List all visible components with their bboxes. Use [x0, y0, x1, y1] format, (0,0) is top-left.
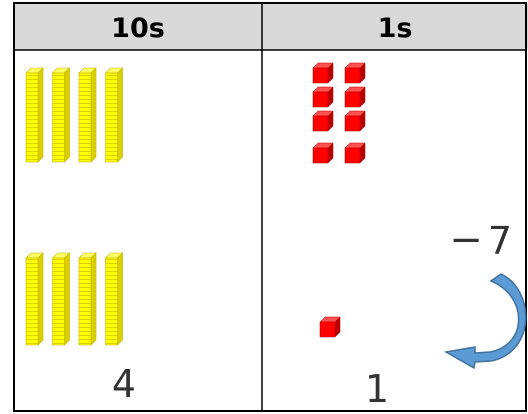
one-cube	[320, 317, 340, 337]
one-cube	[345, 111, 365, 131]
minus-sign: −	[449, 217, 483, 263]
ones-cubes-top-group	[313, 63, 365, 163]
ones-result: 1	[365, 367, 389, 411]
header-tens: 10s	[111, 13, 165, 44]
ten-rod	[106, 253, 123, 345]
table-border	[14, 3, 526, 411]
one-cube	[345, 63, 365, 83]
tens-rods-bottom-group	[26, 253, 123, 345]
header-ones: 1s	[378, 13, 413, 44]
curved-arrow-icon	[446, 274, 526, 368]
ten-rod	[106, 68, 123, 162]
one-cube	[313, 63, 333, 83]
one-cube	[345, 143, 365, 163]
header-row-background	[14, 3, 528, 50]
ten-rod	[53, 68, 70, 162]
tens-rods-top-group	[26, 68, 123, 162]
ones-cubes-bottom-group	[320, 317, 340, 337]
one-cube	[345, 87, 365, 107]
ten-rod	[26, 68, 43, 162]
ten-rod	[53, 253, 70, 345]
subtract-amount: 7	[488, 219, 512, 263]
tens-result: 4	[112, 362, 136, 406]
ten-rod	[79, 68, 96, 162]
one-cube	[313, 87, 333, 107]
ten-rod	[79, 253, 96, 345]
one-cube	[313, 111, 333, 131]
one-cube	[313, 143, 333, 163]
ten-rod	[26, 253, 43, 345]
